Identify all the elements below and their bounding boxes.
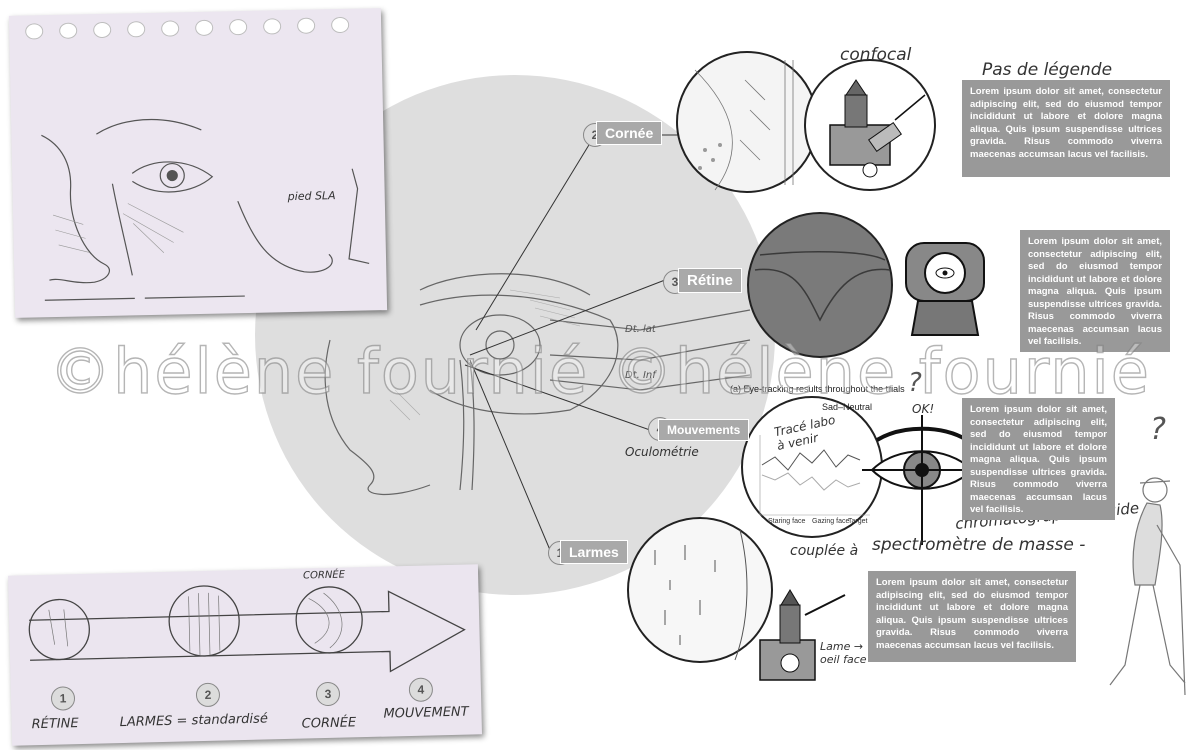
- label-retine[interactable]: Rétine: [678, 268, 742, 293]
- eye-target-icon: [862, 415, 982, 545]
- chart-x-label: Target: [848, 518, 868, 525]
- note-couplee: couplée à: [790, 543, 859, 559]
- tears-zoom-circle: [627, 517, 773, 663]
- label-cornee[interactable]: Cornée: [596, 121, 663, 145]
- chart-x-label: Gazing face: [812, 518, 850, 525]
- walking-man-sketch: [1109, 477, 1186, 696]
- pencil-sketch-layers: [28, 585, 466, 673]
- eye-anatomy-sketch: Dt. lat Dt. Inf: [324, 273, 751, 495]
- note-question-mark: ?: [1150, 412, 1166, 447]
- pencil-sketch-face: [41, 118, 370, 301]
- note-oculometrie: Oculométrie: [625, 445, 699, 459]
- text-block-cornee: Lorem ipsum dolor sit amet, consectetur …: [962, 80, 1170, 177]
- mass-spectrometer-icon: [759, 589, 846, 681]
- retina-zoom-circle: [747, 212, 893, 358]
- mri-scanner-icon: [905, 242, 985, 336]
- copyright-watermark: ©hélène fournié ©hélène fournié: [48, 334, 1151, 408]
- chart-x-label: Staring face: [768, 518, 806, 525]
- confocal-microscope-icon: [804, 59, 936, 191]
- chart-subtitle: Sad–Neutral: [822, 402, 873, 412]
- sketch-paper-bottom: 1 2 3 4 RÉTINE LARMES = standardisé CORN…: [7, 564, 483, 746]
- note-dt-inf: Dt. Inf: [625, 370, 657, 381]
- note-ok: OK!: [912, 402, 935, 416]
- eye-tracking-zoom-circle: [741, 396, 883, 538]
- cornea-zoom-circle: [676, 51, 818, 193]
- note-no-caption: Pas de légende: [982, 60, 1113, 80]
- chart-title: (a) Eye-tracking results throughout the …: [730, 384, 905, 394]
- label-mouvements[interactable]: Mouvements: [658, 419, 750, 441]
- text-block-mouvements: Lorem ipsum dolor sit amet, consectetur …: [962, 398, 1115, 520]
- note-question-mark: ?: [908, 368, 922, 398]
- note-lame: Lame → oeil face: [820, 640, 867, 666]
- text-block-retine: Lorem ipsum dolor sit amet, consectetur …: [1020, 230, 1170, 352]
- note-spectrometre: spectromètre de masse -: [872, 535, 1086, 555]
- sketch-paper-top: pied SLA: [8, 8, 388, 318]
- label-larmes[interactable]: Larmes: [560, 540, 628, 564]
- text-block-larmes: Lorem ipsum dolor sit amet, consectetur …: [868, 571, 1076, 662]
- note-dt-lat: Dt. lat: [625, 324, 657, 335]
- note-confocal: confocal: [840, 45, 912, 65]
